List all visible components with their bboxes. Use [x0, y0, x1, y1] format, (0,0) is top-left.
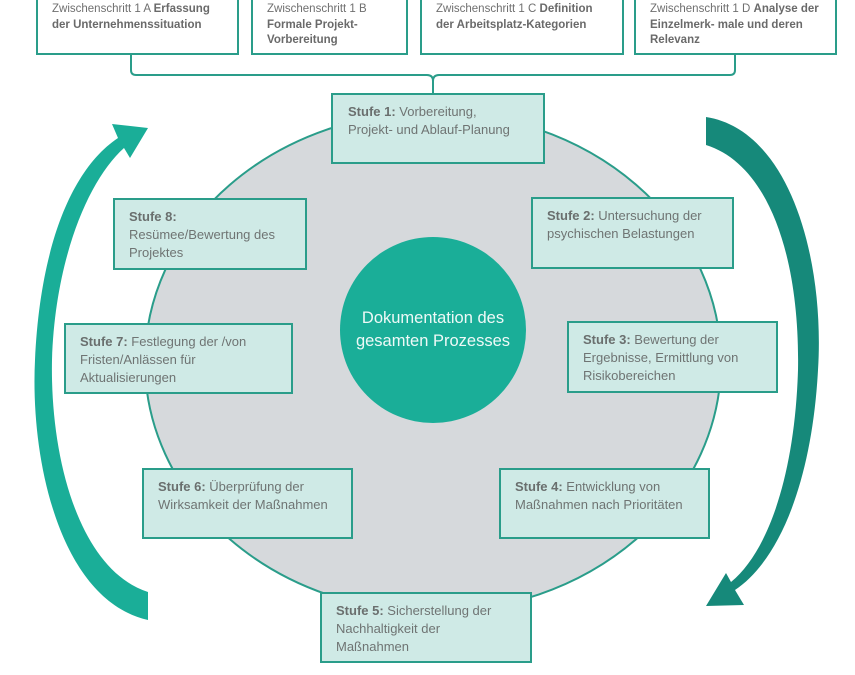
stage-label: Stufe 1:: [348, 104, 396, 119]
substep-box-1d: Zwischenschritt 1 D Analyse der Einzelme…: [634, 0, 837, 55]
stage-label: Stufe 8:: [129, 209, 177, 224]
substep-prefix: Zwischenschritt 1 B: [267, 3, 367, 15]
center-label-text: Dokumentation des gesamten Prozesses: [355, 309, 511, 350]
substep-box-1b: Zwischenschritt 1 B Formale Projekt-Vorb…: [251, 0, 408, 55]
stage-text: Vorbereitung, Projekt- und Ablauf-Planun…: [348, 104, 510, 137]
stage-label: Stufe 6:: [158, 479, 206, 494]
stage-text: Bewertung der Ergebnisse, Ermittlung von…: [583, 332, 739, 383]
stage-box-8: Stufe 8: Resümee/Bewertung des Projektes: [113, 198, 307, 270]
substep-title: Erfassung der Unternehmenssituation: [52, 3, 210, 31]
stage-box-4: Stufe 4: Entwicklung von Maßnahmen nach …: [499, 468, 710, 539]
stage-text: Überprüfung der Wirksamkeit der Maßnahme…: [158, 479, 328, 512]
stage-text: Festlegung der /von Fristen/Anlässen für…: [80, 334, 247, 385]
stage-box-2: Stufe 2: Untersuchung der psychischen Be…: [531, 197, 734, 269]
stage-text: Resümee/Bewertung des Projektes: [129, 227, 275, 260]
stage-box-3: Stufe 3: Bewertung der Ergebnisse, Ermit…: [567, 321, 778, 393]
substep-box-1a: Zwischenschritt 1 A Erfassung der Untern…: [36, 0, 239, 55]
substep-prefix: Zwischenschritt 1 A: [52, 3, 154, 15]
center-label: Dokumentation des gesamten Prozesses: [340, 265, 526, 395]
substep-title: Definition der Arbeitsplatz-Kategorien: [436, 3, 593, 31]
substep-title: Formale Projekt-Vorbereitung: [267, 18, 358, 47]
stage-label: Stufe 3:: [583, 332, 631, 347]
stage-label: Stufe 7:: [80, 334, 128, 349]
stage-box-6: Stufe 6: Überprüfung der Wirksamkeit der…: [142, 468, 353, 539]
center-circle: [340, 237, 526, 423]
stage-label: Stufe 5:: [336, 603, 384, 618]
stage-box-1: Stufe 1: Vorbereitung, Projekt- und Abla…: [331, 93, 545, 164]
substep-prefix: Zwischenschritt 1 C: [436, 3, 540, 15]
stage-label: Stufe 4:: [515, 479, 563, 494]
stage-text: Untersuchung der psychischen Belastungen: [547, 208, 702, 241]
substep-title: Analyse der Einzelmerk- male und deren R…: [650, 3, 819, 46]
stage-box-5: Stufe 5: Sicherstellung der Nachhaltigke…: [320, 592, 532, 663]
substep-box-1c: Zwischenschritt 1 C Definition der Arbei…: [420, 0, 624, 55]
substep-bracket: [130, 55, 736, 93]
stage-text: Entwicklung von Maßnahmen nach Priorität…: [515, 479, 683, 512]
substep-prefix: Zwischenschritt 1 D: [650, 3, 754, 15]
stage-box-7: Stufe 7: Festlegung der /von Fristen/Anl…: [64, 323, 293, 394]
cycle-arrow-right-icon: [706, 117, 819, 606]
cycle-arrow-left-icon: [34, 124, 148, 620]
stage-text: Sicherstellung der Nachhaltigkeit der Ma…: [336, 603, 492, 654]
stage-label: Stufe 2:: [547, 208, 595, 223]
